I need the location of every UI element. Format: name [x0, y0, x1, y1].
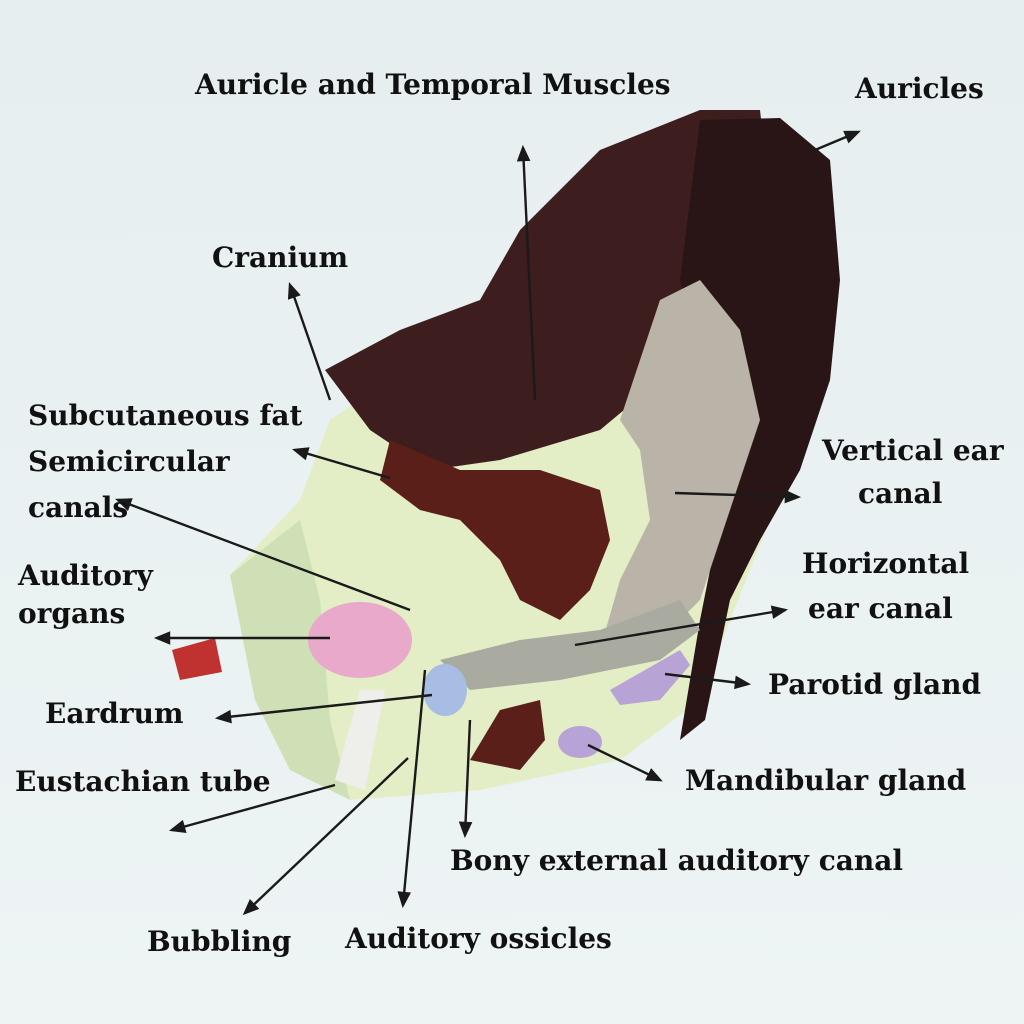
cranium-cavity [380, 440, 610, 620]
mandible-region [470, 700, 545, 770]
arrow-vertical [674, 491, 799, 499]
arrow-horizontal-head [770, 605, 789, 619]
eustachian-tube-model [335, 690, 385, 790]
label-parotid-gland: Parotid gland [768, 668, 982, 701]
label-semicircular-2: canals [28, 491, 129, 524]
auricle-skin [680, 118, 840, 740]
label-vertical-1: Vertical ear [822, 434, 1004, 467]
label-auditory-ossicles: Auditory ossicles [345, 922, 612, 955]
arrow-bubbling-head [242, 898, 260, 916]
label-eustachian-tube: Eustachian tube [15, 765, 271, 798]
arrow-mandibular-head [645, 768, 663, 782]
pointer-arrows [115, 130, 861, 916]
arrow-semicircular-head [115, 498, 133, 512]
arrow-eustachian-head [168, 819, 187, 834]
label-subcutaneous-fat: Subcutaneous fat [28, 399, 303, 432]
label-eardrum: Eardrum [45, 697, 184, 730]
arrow-ossicles [401, 669, 427, 906]
label-horizontal-1: Horizontal [802, 547, 970, 580]
eardrum-model [423, 664, 467, 716]
arrow-auricles-head [843, 130, 861, 144]
label-bony-canal: Bony external auditory canal [450, 844, 904, 877]
label-auricle-temporal: Auricle and Temporal Muscles [195, 68, 671, 101]
arrow-auricle-temporal-head [516, 144, 531, 162]
arrow-subcutaneous-fat-head [292, 447, 310, 461]
label-auricles: Auricles [855, 72, 984, 105]
arrow-auditory-organs-head [153, 631, 171, 645]
arrow-cranium-head [287, 282, 301, 300]
ear-cartilage [600, 280, 760, 650]
arrow-ossicles-head [397, 891, 412, 909]
label-bubbling: Bubbling [147, 925, 292, 958]
label-cranium: Cranium [212, 241, 349, 274]
red-tube-stub [172, 638, 222, 680]
mandibular-gland-model [558, 726, 602, 758]
head-side-face [230, 520, 350, 800]
arrow-cranium [288, 284, 332, 401]
arrow-eustachian [171, 783, 336, 832]
arrow-subcutaneous-fat [294, 448, 391, 480]
label-mandibular-gland: Mandibular gland [685, 764, 967, 797]
arrow-bubbling [244, 757, 409, 914]
arrow-eardrum-head [214, 709, 232, 724]
label-auditory-organs-2: organs [18, 597, 126, 630]
arrow-bony-canal-head [458, 821, 473, 839]
arrow-parotid [664, 672, 749, 686]
parotid-gland-model [610, 650, 690, 705]
label-horizontal-2: ear canal [808, 592, 953, 625]
arrow-auricle-temporal [521, 147, 537, 401]
arrow-horizontal [574, 608, 786, 647]
auditory-organ [308, 602, 412, 678]
label-auditory-organs-1: Auditory [18, 559, 153, 592]
arrow-semicircular [117, 498, 411, 612]
arrow-vertical-head [784, 489, 802, 504]
arrow-mandibular [587, 743, 661, 782]
arrow-parotid-head [734, 675, 752, 690]
label-semicircular-1: Semicircular [28, 445, 230, 478]
arrow-eardrum [217, 693, 433, 720]
horizontal-canal [440, 600, 700, 690]
arrow-bony-canal [463, 719, 472, 836]
label-vertical-2: canal [858, 477, 943, 510]
